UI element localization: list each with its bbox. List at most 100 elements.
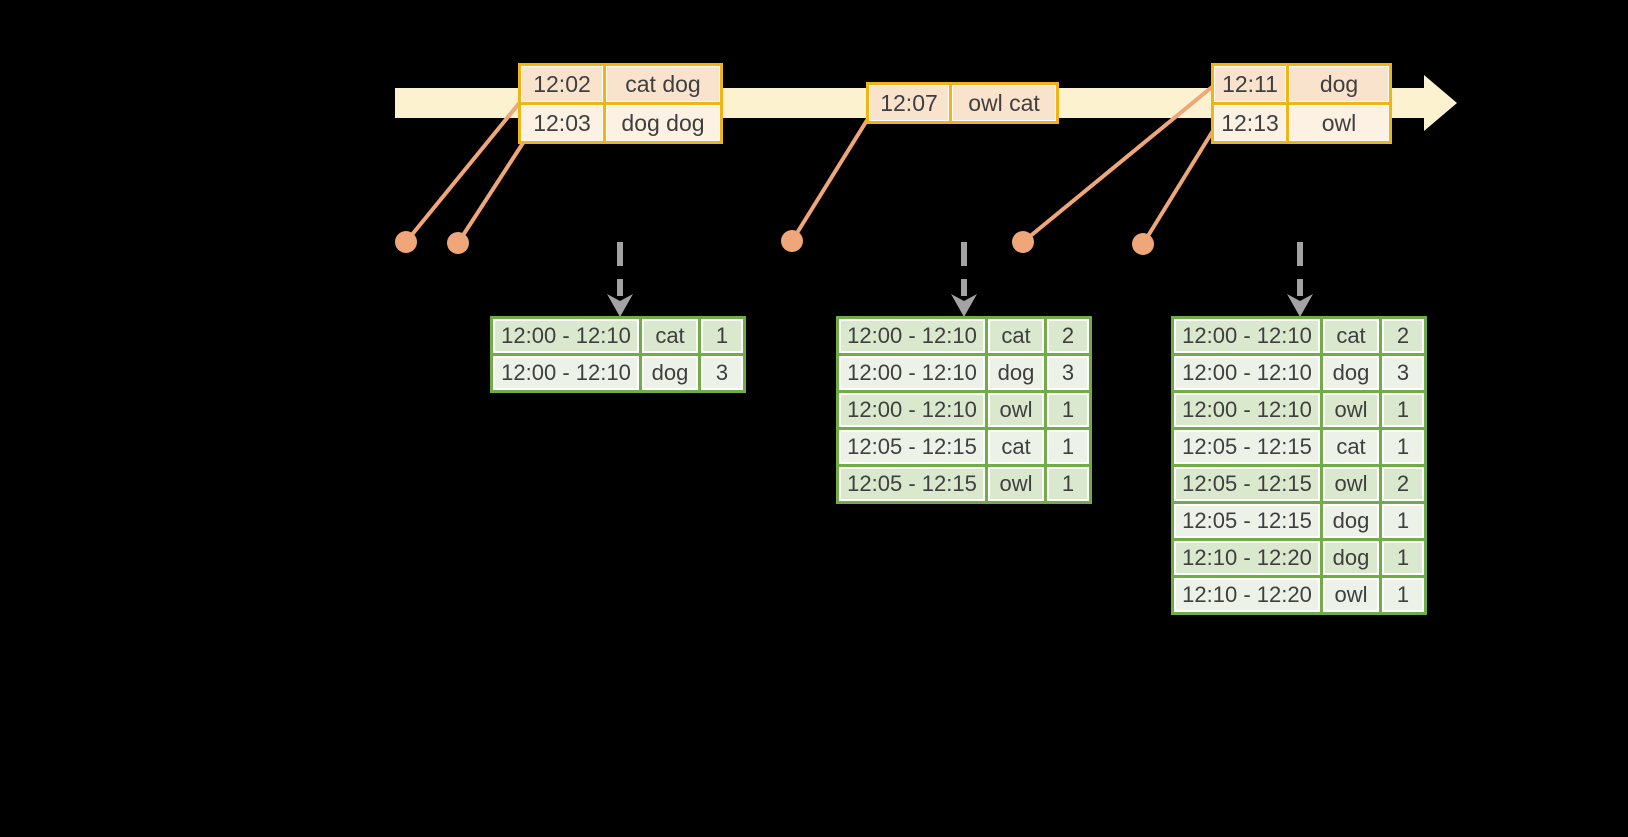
- table-cell: cat dog: [603, 63, 723, 105]
- table-cell: dog dog: [603, 102, 723, 144]
- table-cell: 1: [1044, 390, 1092, 430]
- table-cell: cat: [1320, 316, 1382, 356]
- table-cell-text: owl: [990, 395, 1042, 425]
- table-cell: 1: [1044, 464, 1092, 504]
- table-cell-text: 12:10 - 12:20: [1176, 543, 1318, 573]
- event-connector-line: [456, 141, 525, 245]
- table-cell: 1: [1379, 501, 1427, 541]
- table-cell: cat: [985, 427, 1047, 467]
- table-cell-text: 12:02: [522, 67, 602, 101]
- table-cell-text: 1: [1384, 580, 1422, 610]
- table-cell: 12:05 - 12:15: [836, 427, 988, 467]
- table-cell: 12:00 - 12:10: [836, 316, 988, 356]
- table-cell-text: 1: [1384, 543, 1422, 573]
- table-cell: 12:00 - 12:10: [1171, 353, 1323, 393]
- table-cell: 12:10 - 12:20: [1171, 538, 1323, 578]
- table-cell-text: 3: [1384, 358, 1422, 388]
- table-cell-text: 1: [1384, 506, 1422, 536]
- table-cell: 12:13: [1211, 102, 1289, 144]
- event-dot-icon: [395, 231, 417, 253]
- table-cell-text: 2: [1384, 469, 1422, 499]
- table-cell-text: 12:05 - 12:15: [1176, 469, 1318, 499]
- table-cell-text: 12:05 - 12:15: [1176, 432, 1318, 462]
- table-cell-text: 1: [1049, 469, 1087, 499]
- table-cell-text: dog: [1325, 543, 1377, 573]
- table-cell-text: 12:13: [1215, 106, 1285, 140]
- table-cell-text: 3: [703, 358, 741, 388]
- table-cell: 12:00 - 12:10: [490, 353, 642, 393]
- table-cell: 3: [698, 353, 746, 393]
- table-cell-text: 1: [1384, 395, 1422, 425]
- event-dot-icon: [781, 230, 803, 252]
- table-cell: 12:00 - 12:10: [1171, 390, 1323, 430]
- table-cell: 2: [1379, 316, 1427, 356]
- table-cell-text: 12:10 - 12:20: [1176, 580, 1318, 610]
- table-cell-text: 12:00 - 12:10: [841, 358, 983, 388]
- table-cell: 1: [698, 316, 746, 356]
- table-cell-text: cat: [1325, 432, 1377, 462]
- table-cell-text: cat dog: [607, 67, 719, 101]
- table-cell: 12:05 - 12:15: [836, 464, 988, 504]
- table-cell: owl cat: [949, 82, 1059, 124]
- table-cell: 1: [1379, 575, 1427, 615]
- table-cell: dog: [1320, 538, 1382, 578]
- table-cell: 12:11: [1211, 63, 1289, 105]
- table-cell: owl: [985, 464, 1047, 504]
- table-cell: 1: [1379, 390, 1427, 430]
- table-cell-text: dog: [1290, 67, 1388, 101]
- table-cell-text: 12:05 - 12:15: [841, 432, 983, 462]
- table-cell-text: 1: [703, 321, 741, 351]
- table-cell-text: 2: [1049, 321, 1087, 351]
- table-cell-text: 1: [1049, 395, 1087, 425]
- table-cell-text: 1: [1384, 432, 1422, 462]
- table-cell: 12:05 - 12:15: [1171, 427, 1323, 467]
- table-cell: owl: [1286, 102, 1392, 144]
- table-cell: 12:07: [866, 82, 952, 124]
- table-cell-text: 12:11: [1215, 67, 1285, 101]
- table-cell-text: cat: [1325, 321, 1377, 351]
- table-cell-text: 12:03: [522, 106, 602, 140]
- event-dot-icon: [1132, 233, 1154, 255]
- table-cell: cat: [639, 316, 701, 356]
- table-cell: 12:05 - 12:15: [1171, 464, 1323, 504]
- table-cell: dog: [639, 353, 701, 393]
- table-cell-text: 12:00 - 12:10: [841, 395, 983, 425]
- table-cell-text: owl: [990, 469, 1042, 499]
- table-cell-text: owl: [1325, 469, 1377, 499]
- table-cell-text: dog dog: [607, 106, 719, 140]
- table-cell-text: 12:00 - 12:10: [495, 321, 637, 351]
- table-cell: 1: [1044, 427, 1092, 467]
- table-cell: dog: [1286, 63, 1392, 105]
- table-cell-text: 12:07: [870, 86, 948, 120]
- table-cell: 2: [1379, 464, 1427, 504]
- table-cell-text: owl: [1325, 580, 1377, 610]
- table-cell: 12:00 - 12:10: [1171, 316, 1323, 356]
- table-cell: cat: [985, 316, 1047, 356]
- table-cell-text: 12:00 - 12:10: [841, 321, 983, 351]
- table-cell-text: owl: [1325, 395, 1377, 425]
- event-dot-icon: [447, 232, 469, 254]
